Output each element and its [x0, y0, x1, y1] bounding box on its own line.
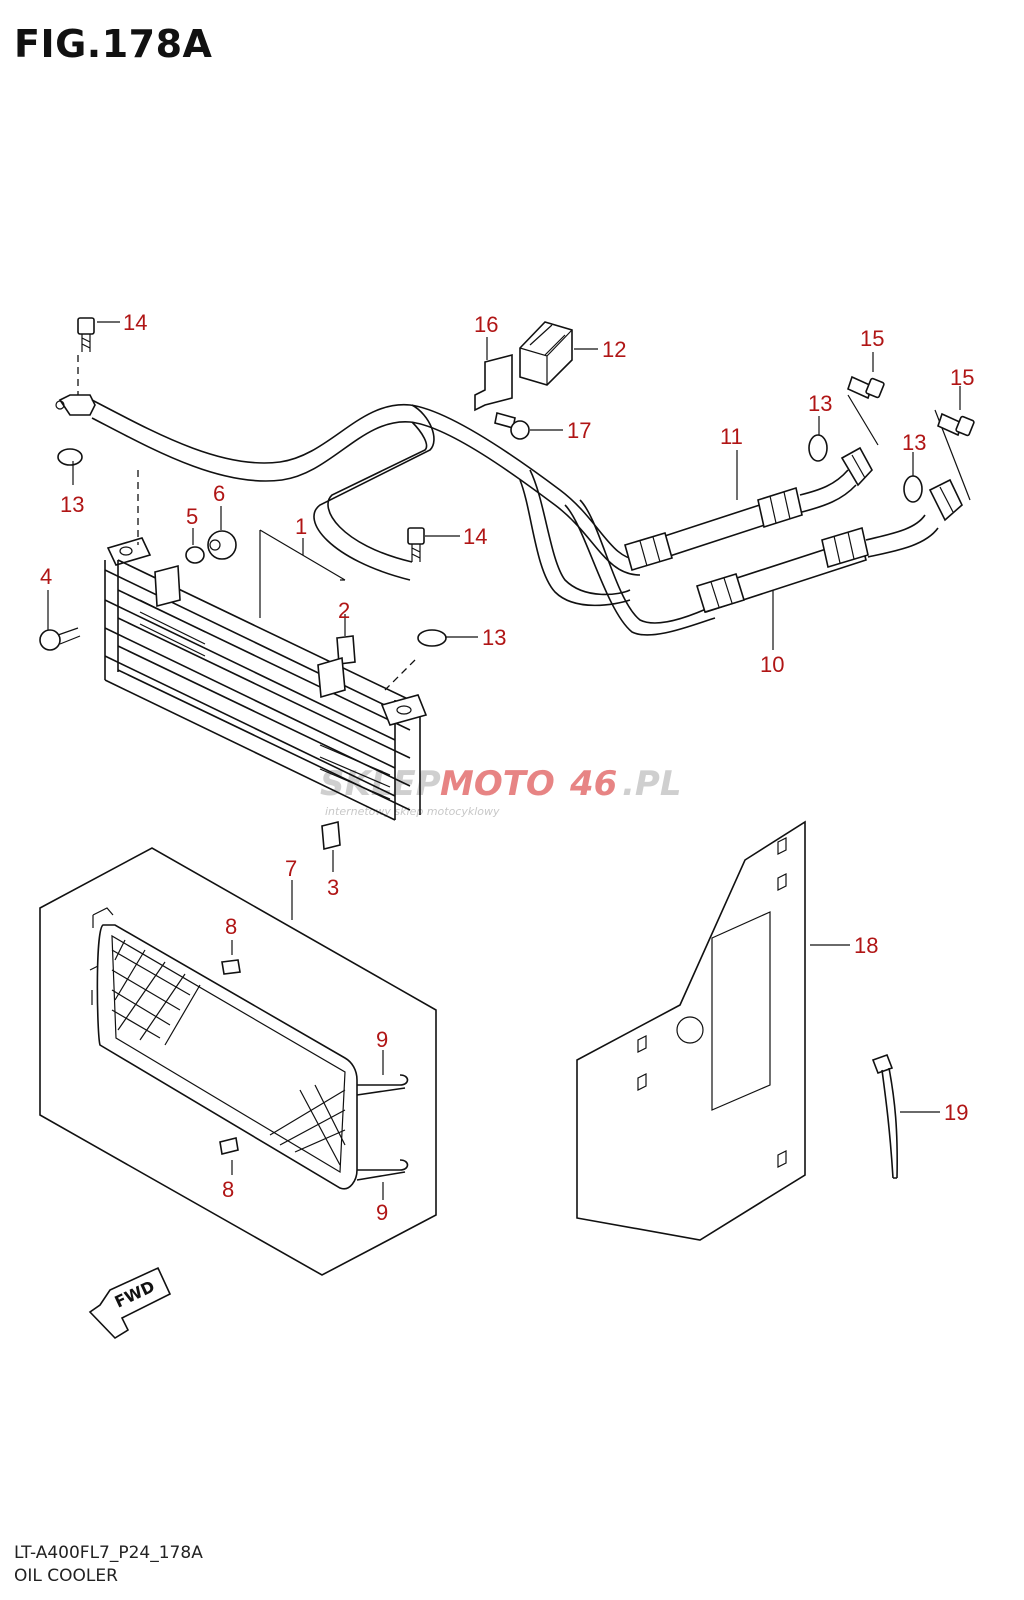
callout-18: 18 [854, 933, 878, 958]
watermark-brand-tld: .PL [622, 764, 682, 804]
callout-14-a: 14 [123, 310, 147, 335]
watermark-brand-num: 46 [569, 764, 617, 804]
cable-tie-19 [871, 1053, 898, 1179]
callout-13-d: 13 [482, 625, 506, 650]
callout-5: 5 [186, 504, 198, 529]
clip-2 [336, 635, 356, 665]
oring-13-right-a [808, 434, 828, 462]
oil-cooler-core [104, 537, 428, 821]
heat-guard-plate [576, 820, 806, 1241]
collar-5 [185, 546, 205, 564]
callout-7: 7 [285, 856, 297, 881]
bolt-17 [494, 411, 530, 440]
bolt-4 [39, 627, 81, 651]
oring-13-mid [417, 629, 447, 647]
cushion-12 [519, 321, 573, 386]
hose-10 [696, 478, 963, 614]
callout-12: 12 [602, 337, 626, 362]
callout-8-b: 8 [222, 1177, 234, 1202]
callout-9-b: 9 [376, 1200, 388, 1225]
bolt-15-b [937, 412, 975, 437]
callout-14-b: 14 [463, 524, 487, 549]
bracket-16 [474, 353, 513, 412]
oil-cooler-screen-cover [39, 847, 437, 1276]
oring-13-right-b [903, 475, 923, 503]
figure-title: FIG.178A [14, 22, 213, 66]
section-name: OIL COOLER [14, 1566, 118, 1586]
clip-3 [321, 820, 341, 851]
callout-13-a: 13 [808, 391, 832, 416]
watermark-tagline: internetowy sklep motocyklowy [325, 805, 500, 818]
callout-4: 4 [40, 564, 52, 589]
callout-13-c: 13 [60, 492, 84, 517]
bolt-14-mid [407, 527, 425, 562]
grommet-6 [207, 530, 237, 560]
bolt-14-top-left [77, 317, 95, 352]
callout-9-a: 9 [376, 1027, 388, 1052]
callout-8-a: 8 [225, 914, 237, 939]
callout-13-b: 13 [902, 430, 926, 455]
callout-16: 16 [474, 312, 498, 337]
bolt-15-a [847, 375, 885, 400]
fwd-arrow-icon: FWD [88, 1266, 172, 1340]
leader-lines [47, 321, 961, 1113]
callout-15-a: 15 [860, 326, 884, 351]
oring-13-left [57, 448, 83, 466]
callout-1: 1 [295, 514, 307, 539]
callout-15-b: 15 [950, 365, 974, 390]
callout-3: 3 [327, 875, 339, 900]
callouts: 14 16 12 15 15 13 13 17 11 13 6 5 1 14 4… [40, 310, 974, 1225]
callout-11: 11 [720, 424, 743, 449]
callout-10: 10 [760, 652, 784, 677]
model-code: LT-A400FL7_P24_178A [14, 1543, 203, 1563]
callout-6: 6 [213, 481, 225, 506]
callout-2: 2 [338, 598, 350, 623]
callout-17: 17 [567, 418, 591, 443]
hose-11 [624, 446, 873, 572]
watermark-brand-left: SKLEP [320, 764, 441, 804]
watermark-brand-mid: MOTO [440, 764, 555, 804]
lower-oil-hose [519, 469, 716, 636]
callout-19: 19 [944, 1100, 968, 1125]
